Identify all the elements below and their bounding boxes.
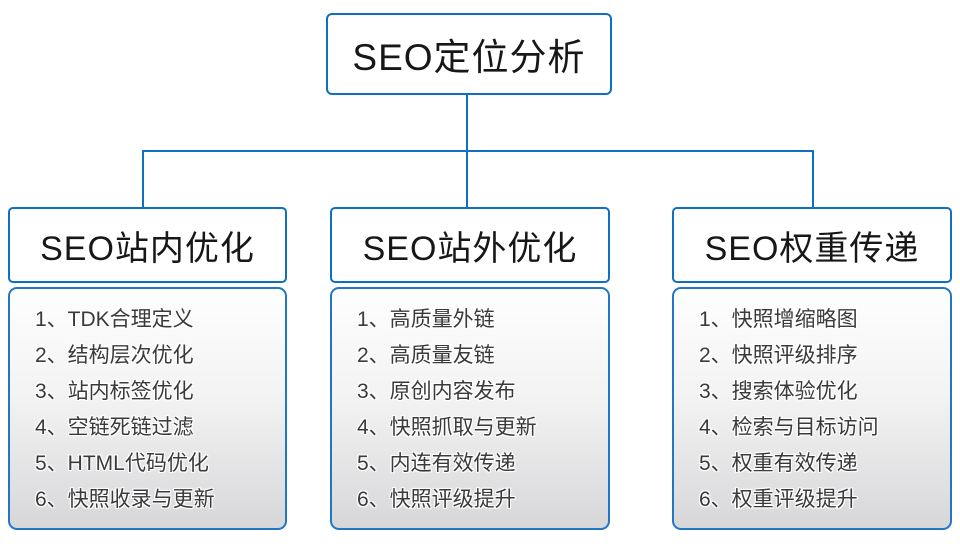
root-node: SEO定位分析 [326,13,612,95]
connector-horizontal-bar [142,150,814,152]
list-item: 3、原创内容发布 [357,380,516,403]
list-item: 4、快照抓取与更新 [357,416,537,439]
branch-header-onsite: SEO站内优化 [8,207,287,283]
list-item: 2、快照评级排序 [699,344,858,367]
list-item: 6、快照评级提升 [357,488,516,511]
list-item: 5、内连有效传递 [357,452,516,475]
branch-list-offsite: 1、高质量外链 2、高质量友链 3、原创内容发布 4、快照抓取与更新 5、内连有… [330,287,610,530]
connector-drop-right [812,150,814,208]
list-item: 6、快照收录与更新 [35,488,215,511]
root-node-label: SEO定位分析 [352,37,586,78]
list-item: 5、权重有效传递 [699,452,858,475]
list-item: 4、检索与目标访问 [699,416,879,439]
branch-list-onsite: 1、TDK合理定义 2、结构层次优化 3、站内标签优化 4、空链死链过滤 5、H… [8,287,287,530]
list-item: 3、站内标签优化 [35,380,194,403]
list-item: 1、快照增缩略图 [699,308,858,331]
list-item: 2、高质量友链 [357,344,495,367]
list-item: 1、高质量外链 [357,308,495,331]
branch-list-weight: 1、快照增缩略图 2、快照评级排序 3、搜索体验优化 4、检索与目标访问 5、权… [672,287,952,530]
branch-header-offsite-label: SEO站外优化 [362,229,578,268]
branch-header-offsite: SEO站外优化 [330,207,610,283]
list-item: 1、TDK合理定义 [35,308,194,331]
list-item: 4、空链死链过滤 [35,416,194,439]
list-item: 5、HTML代码优化 [35,452,209,475]
list-item: 3、搜索体验优化 [699,380,858,403]
connector-drop-left [142,150,144,208]
branch-header-weight-label: SEO权重传递 [704,229,920,268]
branch-header-weight: SEO权重传递 [672,207,952,283]
connector-drop-center [466,150,468,208]
branch-header-onsite-label: SEO站内优化 [40,229,255,268]
connector-root-stem [466,95,468,152]
list-item: 2、结构层次优化 [35,344,194,367]
list-item: 6、权重评级提升 [699,488,858,511]
